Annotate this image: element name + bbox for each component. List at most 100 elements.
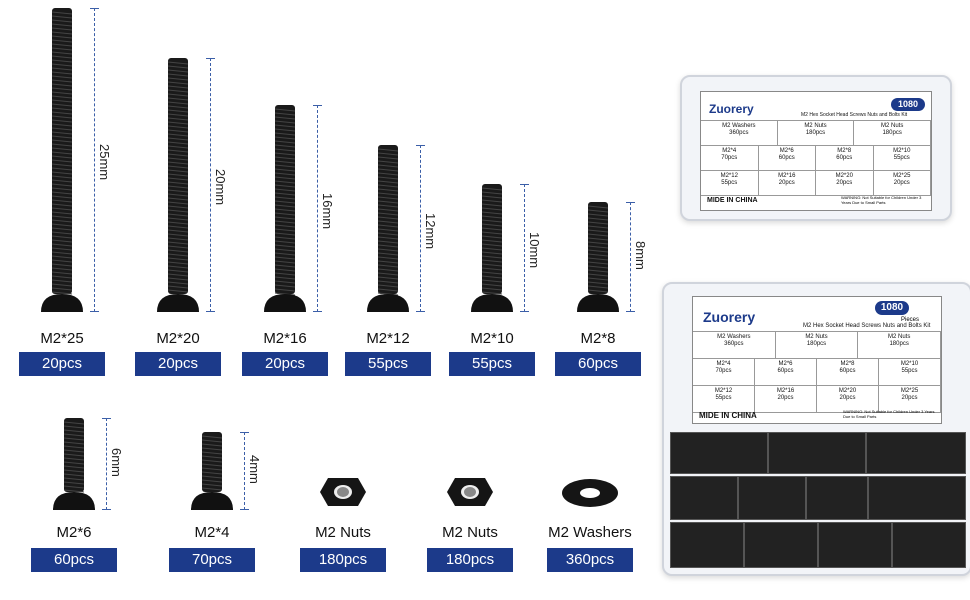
contents-cell: M2*10 55pcs [879, 359, 941, 386]
size-label: M2 Washers [548, 524, 632, 541]
piece-count-sub: Pieces [901, 317, 920, 323]
screw-image [157, 58, 199, 312]
size-label: M2*8 [580, 330, 616, 347]
quantity-badge: 360pcs [547, 548, 633, 572]
compartment-tray [670, 432, 966, 568]
box-origin: MIDE IN CHINA [707, 197, 758, 204]
quantity-badge: 180pcs [300, 548, 386, 572]
contents-cell: M2 Washers 360pcs [701, 121, 778, 146]
length-label: 20mm [213, 169, 228, 206]
kit-title-2: M2 Hex Socket Head Screws Nuts and Bolts… [803, 323, 931, 329]
box-warning-2: WARNING: Not Suitable for Children Under… [843, 409, 935, 419]
tray-compartment [744, 522, 818, 568]
size-label: M2*16 [263, 330, 307, 347]
contents-cell: M2*20 20pcs [817, 386, 879, 413]
tray-compartment [806, 476, 868, 520]
quantity-badge: 55pcs [449, 352, 535, 376]
contents-cell: M2 Washers 360pcs [693, 332, 776, 359]
dimension-line [206, 58, 215, 312]
screw-image [577, 202, 619, 312]
product-box-top: Zuorery 1080 M2 Hex Socket Head Screws N… [680, 75, 952, 221]
tray-compartment [670, 476, 738, 520]
size-label: M2*12 [366, 330, 410, 347]
contents-cell: M2*4 70pcs [693, 359, 755, 386]
box-warning: WARNING: Not Suitable for Children Under… [841, 195, 922, 205]
size-label: M2 Nuts [315, 524, 371, 541]
box-label-card: Zuorery 1080 M2 Hex Socket Head Screws N… [700, 91, 932, 211]
contents-cell: M2*16 20pcs [758, 171, 816, 196]
length-label: 10mm [527, 232, 542, 269]
tray-compartment [670, 432, 768, 474]
screw-image [367, 145, 409, 312]
size-label: M2 Nuts [442, 524, 498, 541]
contents-cell: M2 Nuts 180pcs [775, 332, 859, 359]
piece-count-2: 1080 [875, 301, 909, 315]
quantity-badge: 70pcs [169, 548, 255, 572]
dimension-line [90, 8, 99, 312]
dimension-line [626, 202, 635, 312]
dimension-line [313, 105, 322, 312]
length-label: 16mm [320, 192, 335, 229]
tray-compartment [818, 522, 892, 568]
contents-cell: M2 Nuts 180pcs [777, 121, 855, 146]
dimension-line [520, 184, 529, 312]
product-box-open: Zuorery 1080 Pieces M2 Hex Socket Head S… [662, 282, 970, 576]
quantity-badge: 60pcs [555, 352, 641, 376]
kit-title: M2 Hex Socket Head Screws Nuts and Bolts… [801, 112, 908, 118]
hex-nut-image [320, 478, 366, 506]
box-origin-2: MIDE IN CHINA [699, 411, 757, 420]
contents-cell: M2*16 20pcs [755, 386, 817, 413]
tray-compartment [866, 432, 966, 474]
screw-image [471, 184, 513, 312]
hex-nut-image [447, 478, 493, 506]
contents-cell: M2*6 60pcs [755, 359, 817, 386]
screw-image [191, 432, 233, 510]
tray-compartment [868, 476, 966, 520]
quantity-badge: 20pcs [242, 352, 328, 376]
size-label: M2*25 [40, 330, 84, 347]
contents-cell: M2*20 20pcs [816, 171, 874, 196]
dimension-line [240, 432, 249, 510]
length-label: 6mm [109, 448, 124, 477]
contents-cell: M2*12 55pcs [701, 171, 759, 196]
washer-image [562, 479, 618, 507]
size-label: M2*20 [156, 330, 200, 347]
contents-cell: M2*4 70pcs [701, 146, 759, 171]
contents-cell: M2*8 60pcs [817, 359, 879, 386]
screw-image [53, 418, 95, 510]
contents-cell: M2*12 55pcs [693, 386, 755, 413]
length-label: 25mm [97, 144, 112, 181]
box-label-card-2: Zuorery 1080 Pieces M2 Hex Socket Head S… [692, 296, 942, 424]
screw-image [41, 8, 83, 312]
size-label: M2*4 [194, 524, 230, 541]
length-label: 8mm [633, 241, 648, 270]
contents-cell: M2*8 60pcs [816, 146, 874, 171]
tray-compartment [738, 476, 806, 520]
tray-compartment [892, 522, 966, 568]
length-label: 4mm [247, 455, 262, 484]
contents-cell: M2*10 55pcs [873, 146, 931, 171]
dimension-line [416, 145, 425, 312]
contents-cell: M2 Nuts 180pcs [854, 121, 931, 146]
contents-cell: M2 Nuts 180pcs [858, 332, 941, 359]
brand-name: Zuorery [709, 102, 754, 116]
quantity-badge: 180pcs [427, 548, 513, 572]
length-label: 12mm [423, 212, 438, 249]
quantity-badge: 20pcs [135, 352, 221, 376]
contents-cell: M2*25 20pcs [873, 171, 931, 196]
size-label: M2*6 [56, 524, 92, 541]
brand-name-2: Zuorery [703, 309, 756, 325]
contents-cell: M2*6 60pcs [758, 146, 816, 171]
tray-compartment [768, 432, 866, 474]
tray-compartment [670, 522, 744, 568]
quantity-badge: 20pcs [19, 352, 105, 376]
quantity-badge: 60pcs [31, 548, 117, 572]
size-label: M2*10 [470, 330, 514, 347]
contents-cell: M2*25 20pcs [879, 386, 941, 413]
quantity-badge: 55pcs [345, 352, 431, 376]
dimension-line [102, 418, 111, 510]
piece-count: 1080 [891, 98, 925, 111]
screw-image [264, 105, 306, 312]
